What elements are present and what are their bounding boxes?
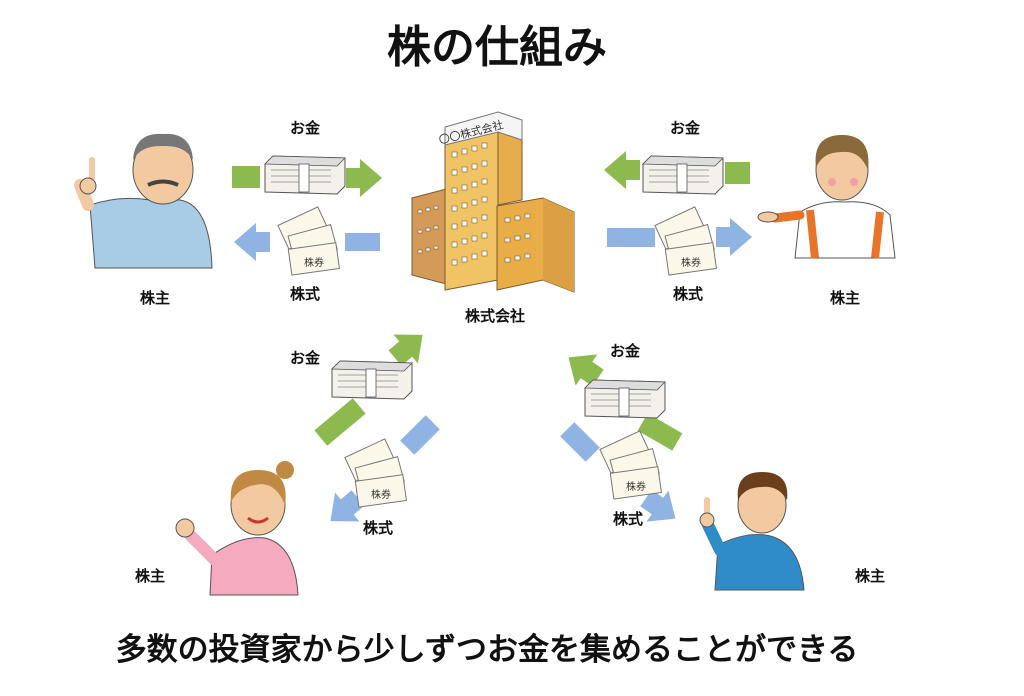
- shareholder-label: 株主: [830, 289, 860, 307]
- money-bundle-icon: [264, 155, 346, 195]
- top-left-money-arrow: [232, 159, 382, 197]
- stock-certificate-icon: 株券: [344, 438, 407, 508]
- svg-text:株券: 株券: [304, 256, 324, 269]
- shareholder-woman-apron: [757, 135, 896, 259]
- shareholder-young-woman: [175, 461, 299, 596]
- stock-label: 株式: [613, 510, 643, 528]
- money-bundle-icon: [584, 379, 666, 419]
- stock-certificate-icon: 株券: [599, 430, 662, 500]
- money-bundle-icon: [331, 360, 413, 400]
- stock-label: 株式: [363, 519, 393, 537]
- shareholder-label: 株主: [855, 567, 885, 585]
- top-right-money-arrow: [604, 151, 750, 189]
- money-label: お金: [290, 349, 321, 367]
- stock-label: 株式: [290, 285, 320, 303]
- shareholder-elderly-man: [74, 133, 213, 269]
- shareholder-label: 株主: [140, 289, 170, 307]
- bottom-right-money-arrow: [557, 341, 683, 451]
- money-label: お金: [290, 119, 321, 137]
- bottom-right-stock-arrow: [560, 422, 687, 535]
- bottom-left-stock-arrow: [318, 415, 440, 536]
- svg-text:株券: 株券: [626, 480, 646, 493]
- money-label: お金: [610, 342, 641, 360]
- top-right-stock-arrow: [607, 218, 752, 256]
- company-label: 株式会社: [465, 307, 525, 325]
- page-title: 株の仕組み: [387, 22, 607, 73]
- svg-text:株券: 株券: [681, 256, 701, 269]
- bottom-left-money-arrow: [314, 320, 435, 446]
- svg-text:株券: 株券: [371, 488, 391, 501]
- stock-certificate-icon: 株券: [654, 206, 717, 276]
- caption: 多数の投資家から少しずつお金を集めることができる: [116, 632, 859, 668]
- top-left-stock-arrow: [234, 223, 380, 261]
- stock-certificate-icon: 株券: [277, 206, 340, 276]
- money-label: お金: [670, 119, 701, 137]
- stock-label: 株式: [673, 285, 703, 303]
- money-bundle-icon: [642, 155, 724, 195]
- shareholder-young-man: [699, 472, 805, 591]
- company-building: 〇〇株式会社: [411, 111, 575, 293]
- shareholder-label: 株主: [135, 567, 165, 585]
